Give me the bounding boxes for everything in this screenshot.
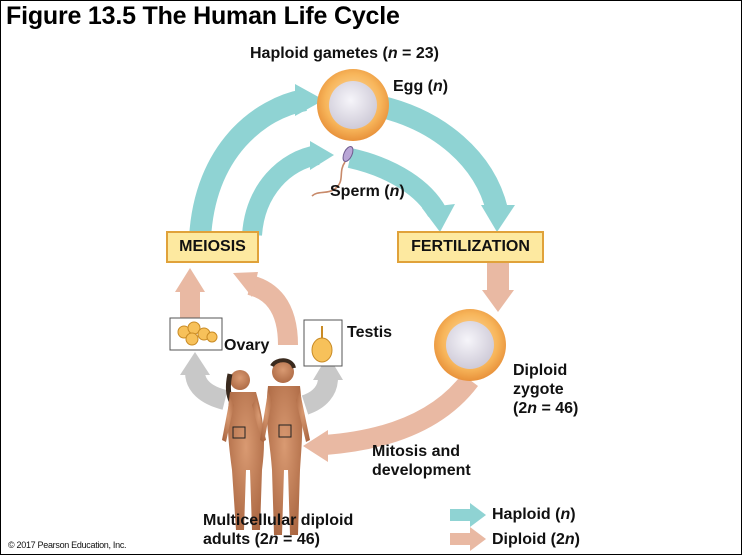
egg-to-fertilization-arrowhead [481,205,515,232]
zygote-label: Diploid zygote (2n = 46) [513,361,578,418]
legend-haploid-prefix: Haploid ( [492,506,560,523]
zygote-label-line3-n: n [527,400,537,417]
zygote-label-line3: (2n = 46) [513,399,578,418]
adults-label-line2-suffix: = 46) [279,531,320,548]
testis-icon [304,320,342,366]
zygote-cell-icon [434,309,506,381]
copyright-notice: © 2017 Pearson Education, Inc. [8,540,126,550]
egg-label-suffix: ) [443,78,448,95]
haploid-gametes-label: Haploid gametes (n = 23) [250,44,439,63]
egg-label-prefix: Egg ( [393,78,433,95]
fertilization-box: FERTILIZATION [397,231,544,263]
mitosis-development-label: Mitosis and development [372,442,471,480]
legend-diploid-prefix: Diploid (2 [492,531,565,548]
sperm-label: Sperm (n) [330,182,405,201]
ovary-label: Ovary [224,336,269,355]
legend-diploid-suffix: ) [575,531,580,548]
gametes-label-prefix: Haploid gametes ( [250,45,388,62]
adults-label-line2: adults (2n = 46) [203,530,353,549]
adults-label: Multicellular diploid adults (2n = 46) [203,511,353,549]
zygote-label-line3-prefix: (2 [513,400,527,417]
gametes-label-n: n [388,45,398,62]
legend-haploid-suffix: ) [570,506,575,523]
adults-label-line2-n: n [269,531,279,548]
egg-cell-icon [317,69,389,141]
egg-label-n: n [433,78,443,95]
inner-haploid-arrow [252,155,318,235]
female-to-ovary-arrow [195,372,225,400]
sperm-to-fertilization-arrowhead [422,204,455,232]
legend-haploid-arrow-icon [450,503,486,527]
inner-haploid-arrowhead [310,141,334,170]
legend-haploid-n: n [560,506,570,523]
sperm-label-suffix: ) [399,183,404,200]
egg-label: Egg (n) [393,77,448,96]
legend-haploid-label: Haploid (n) [492,505,576,524]
gametes-label-suffix: = 23) [398,45,439,62]
ovary-to-meiosis-arrowhead [175,268,205,292]
legend-diploid-n: n [565,531,575,548]
fertilization-to-zygote-arrowhead [482,290,514,312]
testis-label: Testis [347,323,392,342]
zygote-label-line1: Diploid [513,361,578,380]
female-to-ovary-arrowhead [180,352,210,375]
meiosis-box: MEIOSIS [166,231,259,263]
sperm-label-prefix: Sperm ( [330,183,390,200]
adults-label-line1: Multicellular diploid [203,511,353,530]
ovary-icon [170,318,222,350]
adults-label-line2-prefix: adults (2 [203,531,269,548]
female-adult-figure [222,370,266,530]
legend-diploid-arrow-icon [450,527,486,551]
mitosis-development-arrow [325,380,470,445]
zygote-label-line3-suffix: = 46) [537,400,578,417]
male-adult-figure [260,360,310,535]
legend-diploid-label: Diploid (2n) [492,530,580,549]
zygote-label-line2: zygote [513,380,578,399]
male-to-testis-arrow [305,378,328,405]
sperm-label-n: n [390,183,400,200]
mitosis-label-line1: Mitosis and [372,442,471,461]
mitosis-label-line2: development [372,461,471,480]
